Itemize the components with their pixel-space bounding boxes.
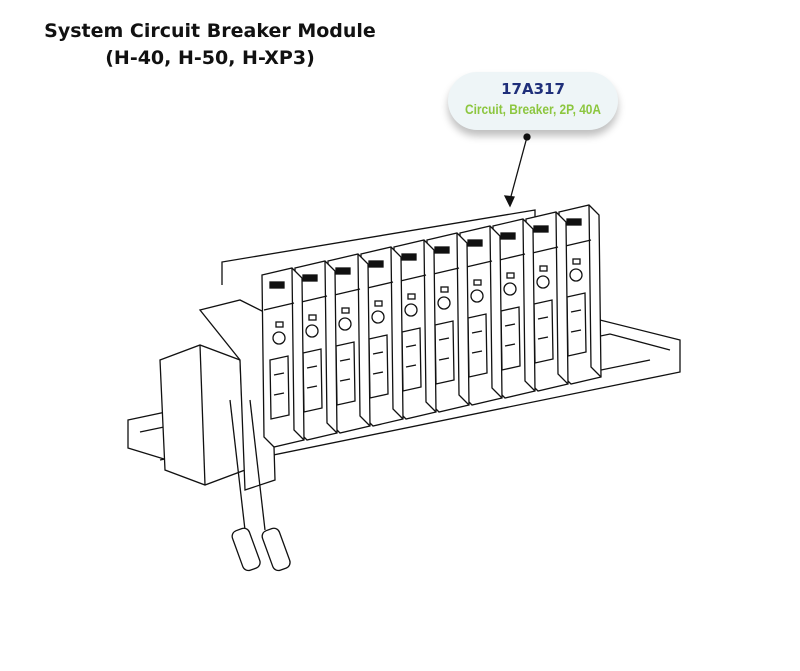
part-number: 17A317 — [501, 80, 565, 98]
title-line-1: System Circuit Breaker Module — [44, 20, 376, 42]
callout-arrow — [509, 136, 528, 201]
part-callout: 17A317 Circuit, Breaker, 2P, 40A — [448, 72, 618, 130]
breaker-module — [558, 204, 602, 385]
title-line-2: (H-40, H-50, H-XP3) — [105, 47, 315, 69]
end-fuse-holder — [159, 299, 276, 531]
breaker-module — [261, 267, 305, 448]
arrow-head — [503, 195, 515, 208]
fuse-2 — [261, 527, 291, 572]
diagram-title: System Circuit Breaker Module (H-40, H-5… — [20, 18, 400, 72]
fuse-1 — [231, 527, 261, 572]
breaker-module — [525, 211, 569, 392]
part-description: Circuit, Breaker, 2P, 40A — [464, 101, 602, 117]
